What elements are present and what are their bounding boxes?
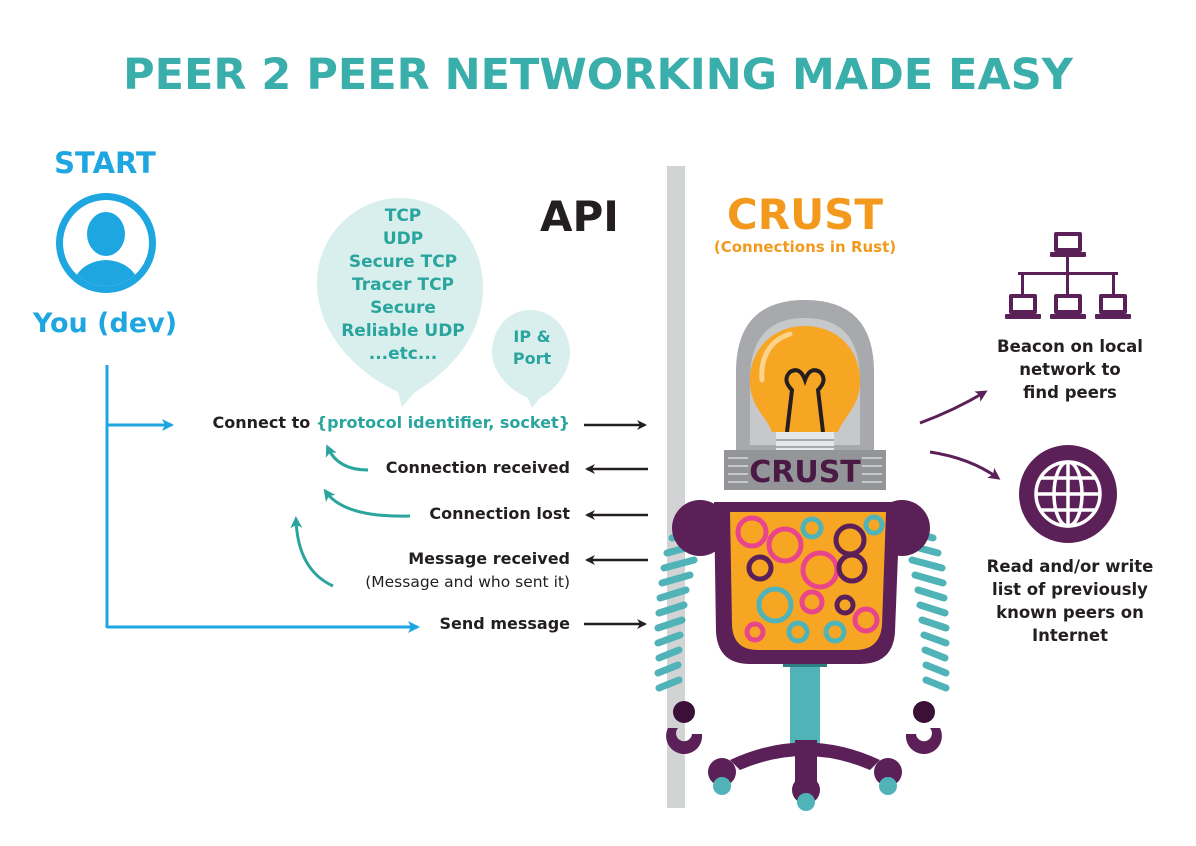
crust-plate-label: CRUST [749,455,861,490]
beacon-line: network to [1019,360,1121,379]
protocol-item: Tracer TCP [351,275,455,295]
peers-line: Read and/or write [986,557,1154,576]
user-label: You (dev) [32,308,178,339]
gears [735,514,885,644]
connect-label: Connect to [212,413,316,432]
crust-subtitle: (Connections in Rust) [713,238,897,256]
bulb-icon [749,326,861,454]
protocol-item: Secure TCP [348,252,458,272]
feature-arrows [919,390,1001,480]
beacon-description: Beacon on local network to find peers [975,335,1165,404]
user-icon [56,193,156,293]
start-label: START [54,146,156,180]
connect-call: Connect to {protocol identifier, socket} [130,413,571,432]
beacon-line: find peers [1023,383,1117,402]
peers-line: known peers on [996,603,1144,622]
peers-description: Read and/or write list of previously kno… [965,555,1175,647]
peers-line: Internet [1032,626,1108,645]
connection-received-event: Connection received [385,458,570,477]
beacon-line: Beacon on local [997,337,1143,356]
network-icon [1005,232,1131,319]
protocol-item: ...etc... [368,344,438,364]
ipport-line: IP & [513,327,551,346]
api-label: API [540,192,619,241]
protocol-item: UDP [382,229,424,249]
protocols-bubble [317,198,483,407]
crust-title: CRUST [726,190,884,239]
send-message-call: Send message [439,614,570,633]
api-arrows [584,420,648,629]
callback-arrows [290,444,411,588]
ipport-bubble [492,310,570,408]
page-title: PEER 2 PEER NETWORKING MADE EASY [123,50,1073,100]
message-received-detail: (Message and who sent it) [365,573,570,591]
ipport-line: Port [512,349,552,368]
protocols-list: TCP UDP Secure TCP Tracer TCP Secure Rel… [318,205,488,366]
protocol-item: Reliable UDP [341,321,465,341]
protocol-item: TCP [384,206,422,226]
protocol-item: Secure [370,298,436,318]
peers-line: list of previously [992,580,1148,599]
crust-robot [654,300,950,811]
ipport-text: IP & Port [492,326,572,370]
connection-lost-event: Connection lost [429,504,570,523]
globe-icon [1019,445,1117,543]
message-received-event: Message received [408,549,570,568]
start-flow-lines [105,365,420,633]
connect-identifier: {protocol identifier, socket} [315,413,570,432]
